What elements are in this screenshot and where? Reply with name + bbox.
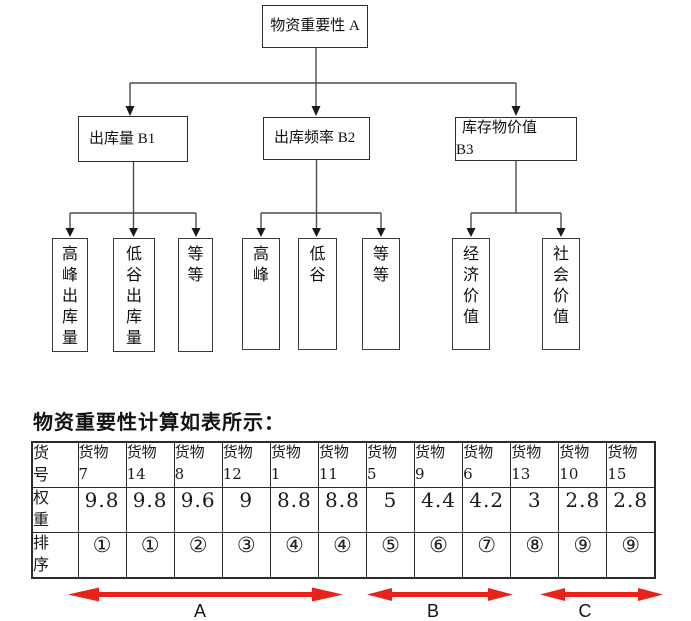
goods-label: 货物 bbox=[559, 445, 590, 461]
item-cell: 货物 1 bbox=[269, 441, 319, 489]
item-cell: 货物 8 bbox=[173, 441, 223, 489]
rank-cell: ⑦ bbox=[462, 532, 512, 579]
leaf-economic-value: 经 济 价 值 bbox=[452, 238, 490, 350]
goods-label: 货物 bbox=[126, 445, 157, 461]
item-cell: 货物 10 bbox=[558, 441, 608, 489]
item-cell: 货物 14 bbox=[125, 441, 175, 489]
weight-cell: 8.8 bbox=[269, 487, 319, 534]
goods-label: 货物 bbox=[318, 445, 349, 461]
leaf-valley-outbound-volume: 低 谷 出 库 量 bbox=[113, 238, 155, 352]
weight-cell: 5 bbox=[365, 487, 416, 534]
goods-label: 货物 bbox=[366, 445, 397, 461]
row-header-item-number: 货 号 bbox=[31, 441, 79, 489]
weight-cell: 8.8 bbox=[317, 487, 367, 534]
row-item-number: 货 号 货物 7 货物 14 货物 8 货物 12 货物 1 货物 11 货物 5 货物 9 货… bbox=[31, 441, 656, 489]
range-arrows bbox=[68, 587, 663, 602]
weight-cell: 4.2 bbox=[462, 487, 512, 534]
goods-id: 12 bbox=[222, 465, 242, 483]
node-label: 物资重要性 A bbox=[270, 18, 360, 35]
node-b1-outbound-volume: 出库量 B1 bbox=[78, 116, 188, 162]
weight-cell: 4.4 bbox=[414, 487, 464, 534]
rank-cell: ⑨ bbox=[606, 532, 656, 579]
range-arrow-a bbox=[68, 587, 343, 602]
range-arrow-b bbox=[367, 588, 513, 601]
goods-label: 货物 bbox=[607, 445, 638, 461]
weight-cell: 9.8 bbox=[125, 487, 175, 534]
weight-cell: 2.8 bbox=[558, 487, 608, 534]
goods-id: 7 bbox=[78, 465, 89, 483]
row-header-weight: 权 重 bbox=[31, 487, 79, 534]
item-cell: 货物 5 bbox=[365, 441, 416, 489]
rank-cell: ② bbox=[173, 532, 223, 579]
weight-cell: 2.8 bbox=[606, 487, 656, 534]
goods-label: 货物 bbox=[511, 445, 542, 461]
group-label-b: B bbox=[426, 601, 439, 621]
item-cell: 货物 9 bbox=[414, 441, 464, 489]
rank-cell: ④ bbox=[269, 532, 319, 579]
goods-label: 货物 bbox=[415, 445, 446, 461]
goods-label: 货物 bbox=[222, 445, 253, 461]
item-cell: 货物 6 bbox=[462, 441, 512, 489]
goods-id: 9 bbox=[415, 465, 425, 483]
goods-label: 货物 bbox=[78, 445, 109, 461]
leaf-valley: 低 谷 bbox=[298, 238, 337, 350]
row-weight: 权 重 9.8 9.8 9.6 9 8.8 8.8 5 4.4 4.2 3 2.… bbox=[31, 487, 656, 534]
tree-connectors bbox=[65, 48, 566, 237]
connector-lines bbox=[69, 48, 562, 228]
item-cell: 货物 12 bbox=[221, 441, 271, 489]
item-cell: 货物 11 bbox=[317, 441, 367, 489]
leaf-peak-outbound-volume: 高 峰 出 库 量 bbox=[52, 238, 88, 352]
node-root-material-importance: 物资重要性 A bbox=[262, 5, 368, 48]
node-b3-inventory-value: 库存物价值 B3 bbox=[455, 117, 577, 161]
rank-cell: ⑨ bbox=[558, 532, 608, 579]
goods-id: 11 bbox=[318, 465, 338, 483]
item-cell: 货物 13 bbox=[510, 441, 560, 489]
node-b2-outbound-frequency: 出库频率 B2 bbox=[263, 117, 370, 160]
goods-label: 货物 bbox=[270, 445, 301, 461]
range-arrow-c bbox=[540, 588, 663, 601]
connector-arrowheads bbox=[65, 106, 566, 237]
weight-cell: 3 bbox=[510, 487, 560, 534]
row-header-rank: 排 序 bbox=[31, 532, 79, 579]
node-label: 出库频率 B2 bbox=[274, 130, 356, 147]
goods-id: 10 bbox=[559, 465, 579, 483]
weight-cell: 9 bbox=[221, 487, 271, 534]
goods-id: 5 bbox=[366, 465, 377, 483]
rank-cell: ⑤ bbox=[365, 532, 416, 579]
table-caption: 物资重要性计算如表所示： bbox=[33, 412, 285, 434]
rank-cell: ① bbox=[77, 532, 127, 579]
goods-id: 13 bbox=[511, 465, 531, 483]
group-label-c: C bbox=[578, 601, 592, 621]
row-rank: 排 序 ① ① ② ③ ④ ④ ⑤ ⑥ ⑦ ⑧ ⑨ ⑨ bbox=[31, 532, 656, 579]
node-label: 库存物价值 B3 bbox=[456, 120, 538, 158]
goods-id: 15 bbox=[607, 465, 627, 483]
rank-cell: ③ bbox=[221, 532, 271, 579]
item-cell: 货物 7 bbox=[77, 441, 127, 489]
leaf-etc-b2: 等 等 bbox=[362, 238, 400, 350]
leaf-peak: 高 峰 bbox=[242, 238, 280, 350]
rank-cell: ⑧ bbox=[510, 532, 560, 579]
goods-id: 8 bbox=[174, 465, 185, 483]
rank-cell: ④ bbox=[317, 532, 367, 579]
group-label-a: A bbox=[193, 601, 206, 621]
goods-id: 1 bbox=[270, 465, 281, 483]
item-cell: 货物 15 bbox=[606, 441, 656, 489]
weight-cell: 9.8 bbox=[77, 487, 127, 534]
importance-table: 货 号 货物 7 货物 14 货物 8 货物 12 货物 1 货物 11 货物 5 货物 9 货… bbox=[31, 441, 656, 580]
rank-cell: ⑥ bbox=[414, 532, 464, 579]
goods-label: 货物 bbox=[463, 445, 494, 461]
rank-cell: ① bbox=[125, 532, 175, 579]
goods-id: 14 bbox=[126, 465, 146, 483]
goods-id: 6 bbox=[463, 465, 473, 483]
goods-label: 货物 bbox=[174, 445, 205, 461]
weight-cell: 9.6 bbox=[173, 487, 223, 534]
leaf-social-value: 社 会 价 值 bbox=[542, 238, 580, 350]
leaf-etc-b1: 等 等 bbox=[178, 238, 213, 352]
node-label: 出库量 B1 bbox=[89, 130, 156, 147]
